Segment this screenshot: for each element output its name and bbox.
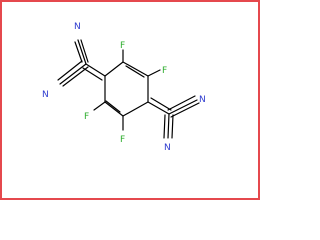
nitrogen-label: N [164, 143, 171, 153]
bond [62, 66, 89, 87]
molecule-structure: N N N N F F F F [42, 22, 206, 153]
bond [168, 99, 198, 115]
bond [147, 69, 161, 77]
bond [104, 101, 124, 117]
bond [171, 114, 174, 139]
bond [167, 95, 196, 111]
bond [170, 102, 200, 118]
bond [85, 63, 106, 77]
fluorine-label: F [84, 112, 89, 122]
bond [147, 101, 170, 115]
bond [80, 39, 89, 63]
bond [82, 67, 103, 81]
nitrogen-label: N [199, 95, 206, 105]
bond [57, 60, 83, 81]
bond [125, 65, 145, 78]
bond [77, 39, 87, 65]
bond [104, 61, 124, 77]
bond [163, 114, 166, 139]
fluorine-bonds [93, 49, 161, 131]
bond [122, 101, 149, 117]
bond [74, 41, 83, 63]
bond [93, 101, 106, 111]
nitrogen-label: N [74, 22, 81, 32]
fluorine-label: F [162, 66, 167, 76]
bond [167, 113, 170, 139]
image-frame [0, 0, 260, 200]
nitrogen-label: N [42, 90, 49, 100]
central-ring [104, 61, 149, 117]
bond [150, 97, 172, 111]
left-dicyanomethylene [57, 39, 106, 87]
bond [105, 100, 121, 113]
bond [59, 63, 87, 85]
fluorine-label: F [120, 41, 125, 51]
fluorine-label: F [120, 135, 125, 145]
bond [122, 61, 149, 77]
right-dicyanomethylene [147, 95, 200, 139]
